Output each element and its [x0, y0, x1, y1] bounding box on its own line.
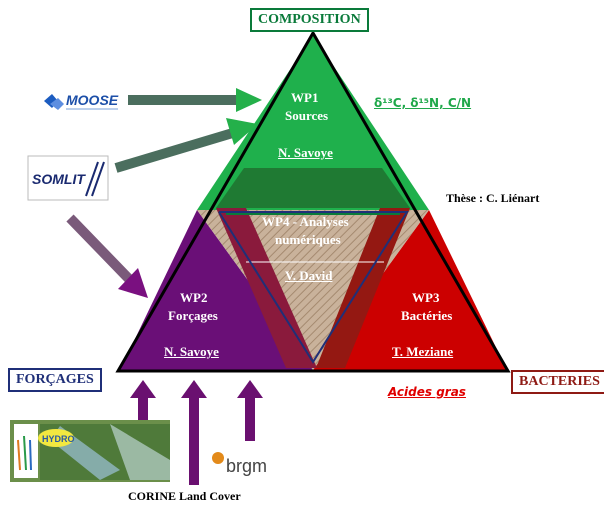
arrow-corine-wp2: [181, 380, 207, 485]
wp3-title: WP3: [412, 290, 440, 305]
wp4-subtitle: numériques: [275, 232, 341, 247]
isotopes-label: δ¹³C, δ¹⁵N, C/N: [374, 96, 472, 110]
composition-label: COMPOSITION: [250, 8, 369, 32]
hydro-logo-text: HYDRO: [42, 434, 75, 444]
wp1-region: [197, 35, 429, 210]
hydro-logo: HYDRO: [10, 420, 170, 482]
corine-label: CORINE Land Cover: [128, 489, 241, 503]
outer-triangle: [115, 29, 511, 373]
bacteries-label: BACTERIES: [511, 370, 604, 394]
arrow-somlit-wp2: [66, 214, 148, 298]
arrow-somlit-wp1: [114, 118, 258, 173]
arrow-hydro-wp2: [130, 380, 156, 443]
moose-logo-text: MOOSE: [66, 92, 119, 108]
brgm-logo-text: brgm: [226, 456, 267, 476]
wp3-subtitle: Bactéries: [401, 308, 453, 323]
wp2-title: WP2: [180, 290, 208, 305]
wp4-outline: [218, 211, 409, 364]
these-label: Thèse : C. Liénart: [446, 191, 540, 205]
wp3-region: [313, 210, 507, 370]
wp1-lead: N. Savoye: [278, 145, 333, 160]
wp3-lead: T. Meziane: [392, 344, 454, 359]
wp1-dark-band: [216, 168, 410, 208]
wp3-diagonal-band: [316, 208, 410, 368]
arrow-brgm-wp2: [237, 380, 263, 441]
brgm-logo: brgm: [208, 446, 274, 480]
wp4-title: WP4 - Analyses: [262, 214, 349, 229]
wp2-region: [120, 210, 313, 370]
wp2-subtitle: Forçages: [168, 308, 218, 323]
somlit-logo-text: SOMLIT: [32, 171, 86, 187]
forcages-label: FORÇAGES: [8, 368, 102, 392]
wp2-lead: N. Savoye: [164, 344, 219, 359]
wp1-subtitle: Sources: [285, 108, 329, 123]
acides-gras-label: Acides gras: [388, 385, 466, 399]
wp1-title: WP1: [291, 90, 319, 105]
wp4-lead: V. David: [285, 268, 333, 283]
moose-logo: MOOSE: [40, 90, 122, 116]
arrow-moose-wp1: [128, 88, 262, 112]
somlit-logo: SOMLIT: [27, 155, 109, 201]
